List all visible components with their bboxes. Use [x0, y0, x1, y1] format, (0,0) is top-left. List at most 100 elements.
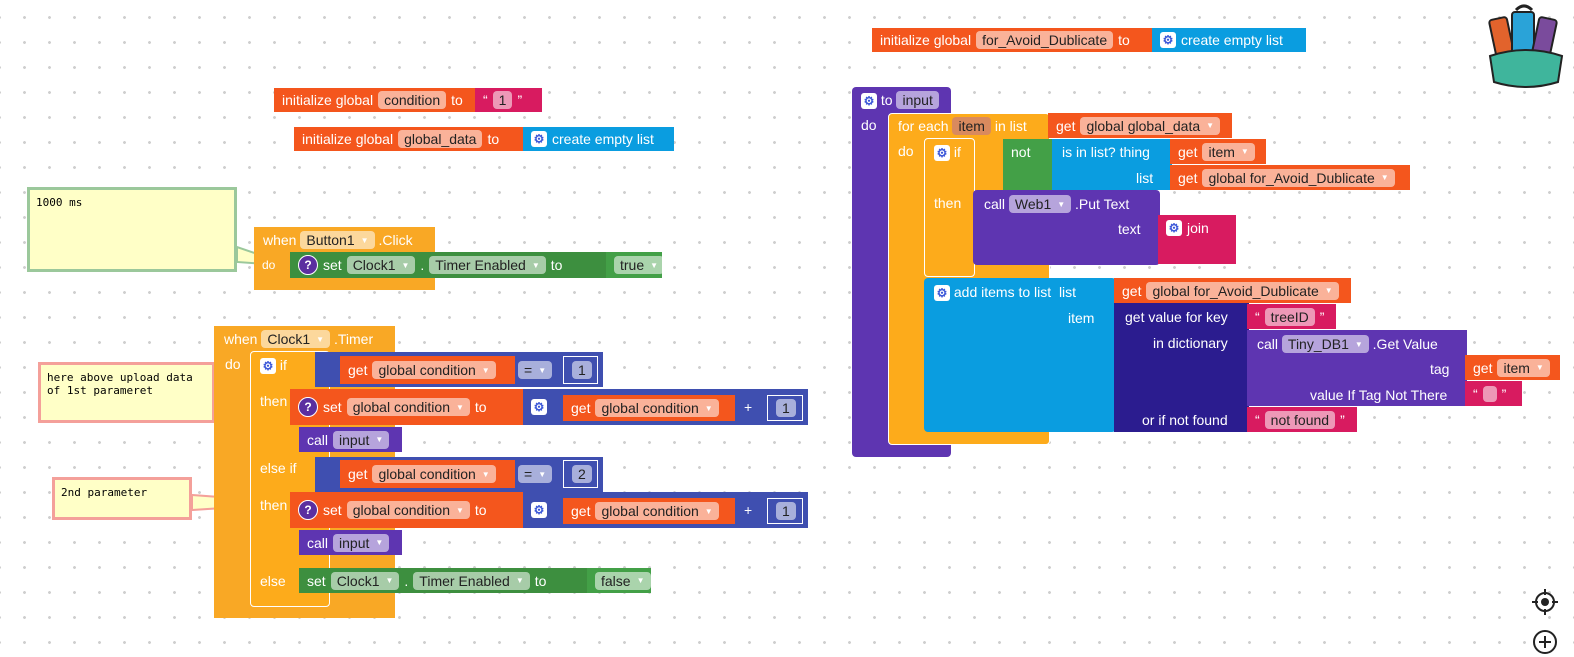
boolean-dropdown[interactable]: false▼	[595, 571, 651, 590]
text-block[interactable]: “not found”	[1247, 407, 1357, 432]
backpack-icon[interactable]	[1486, 4, 1566, 92]
gear-icon[interactable]: ⚙	[531, 131, 547, 147]
gear-icon[interactable]: ⚙	[1160, 32, 1176, 48]
zoom-in-icon[interactable]	[1530, 627, 1560, 657]
boolean-dropdown[interactable]: true▼	[614, 256, 665, 274]
false-block[interactable]: false▼	[587, 568, 651, 593]
operator-dropdown[interactable]: =▼	[518, 361, 553, 379]
get-value-for-key-block[interactable]	[1114, 303, 1249, 432]
number-block[interactable]: 1	[563, 356, 598, 384]
variable-dropdown[interactable]: global condition▼	[372, 361, 496, 379]
is-in-list-block[interactable]	[1052, 139, 1172, 190]
comment-box[interactable]: 2nd parameter	[52, 477, 192, 520]
label: value If Tag Not There	[1310, 387, 1448, 403]
text-field[interactable]: 1	[492, 91, 513, 109]
variable-dropdown[interactable]: global condition▼	[346, 398, 470, 416]
if-block[interactable]	[924, 138, 975, 277]
join-block[interactable]: ⚙join	[1158, 215, 1236, 264]
help-icon[interactable]: ?	[298, 255, 318, 275]
gear-icon[interactable]: ⚙	[934, 285, 950, 301]
text-block[interactable]: “1”	[475, 88, 542, 112]
true-block[interactable]: true▼	[606, 252, 665, 278]
component-dropdown[interactable]: Tiny_DB1▼	[1281, 335, 1369, 353]
var-name-field[interactable]: condition	[378, 91, 447, 109]
gear-icon[interactable]: ⚙	[531, 399, 547, 415]
number-field[interactable]: 1	[776, 502, 796, 520]
text-field[interactable]: not found	[1264, 410, 1336, 429]
text-field[interactable]	[1482, 385, 1497, 402]
number-block[interactable]: 1	[767, 395, 803, 421]
procedure-dropdown[interactable]: input▼	[333, 430, 390, 449]
variable-dropdown[interactable]: global condition▼	[595, 502, 719, 520]
component-dropdown[interactable]: Button1▼	[300, 231, 375, 249]
component-dropdown[interactable]: Clock1▼	[261, 330, 331, 348]
text-field[interactable]: treeID	[1264, 307, 1315, 326]
text-block[interactable]: “treeID”	[1247, 304, 1336, 329]
add-items-to-list-block[interactable]	[924, 278, 1116, 432]
procedure-dropdown[interactable]: input▼	[333, 533, 390, 552]
operator-dropdown[interactable]: =▼	[518, 465, 553, 483]
empty-text-block[interactable]: “”	[1465, 381, 1522, 406]
comment-box[interactable]: 1000 ms	[27, 187, 237, 272]
set-clock-timer-enabled-block[interactable]: ?set Clock1▼. Timer Enabled▼to	[290, 252, 610, 278]
variable-dropdown[interactable]: global global_data▼	[1080, 116, 1221, 135]
variable-dropdown[interactable]: global condition▼	[346, 501, 470, 519]
init-global-condition-block[interactable]: initialize global condition to	[274, 88, 477, 112]
create-empty-list-block[interactable]: ⚙ create empty list	[523, 127, 674, 151]
comment-box[interactable]: here above upload data of 1st parameret	[38, 362, 215, 423]
label: set	[323, 257, 342, 273]
label: text	[1118, 221, 1141, 237]
variable-dropdown[interactable]: item▼	[1202, 142, 1255, 161]
gear-icon[interactable]: ⚙	[260, 358, 276, 374]
create-empty-list-block[interactable]: ⚙create empty list	[1152, 28, 1306, 52]
number-field[interactable]: 2	[572, 465, 592, 483]
label: tag	[1430, 361, 1450, 377]
var-name-field[interactable]: global_data	[398, 130, 483, 148]
init-global-data-block[interactable]: initialize global global_data to	[294, 127, 525, 151]
property-dropdown[interactable]: Timer Enabled▼	[429, 256, 546, 274]
number-block[interactable]: 1	[767, 498, 803, 524]
label: to	[880, 92, 893, 108]
help-icon[interactable]: ?	[298, 397, 318, 417]
gear-icon[interactable]: ⚙	[861, 93, 877, 109]
gear-icon[interactable]: ⚙	[531, 502, 547, 518]
property-dropdown[interactable]: Timer Enabled▼	[413, 571, 530, 590]
component-dropdown[interactable]: Clock1▼	[346, 256, 416, 274]
variable-dropdown[interactable]: global condition▼	[372, 465, 496, 483]
number-field[interactable]: 1	[776, 399, 796, 417]
variable-dropdown[interactable]: global for_Avoid_Dublicate▼	[1146, 281, 1339, 300]
label: create empty list	[552, 131, 654, 147]
init-global-avoid-block[interactable]: initialize global for_Avoid_Dublicate to	[872, 28, 1154, 52]
component-dropdown[interactable]: Web1▼	[1008, 195, 1072, 213]
loop-variable-field[interactable]: item	[952, 117, 991, 135]
number-block[interactable]: 2	[563, 460, 598, 488]
component-dropdown[interactable]: Clock1▼	[330, 571, 400, 590]
else-if-label: else if	[260, 460, 297, 476]
recenter-icon[interactable]	[1530, 587, 1560, 617]
variable-dropdown[interactable]: global for_Avoid_Dublicate▼	[1202, 168, 1395, 187]
label: initialize global	[282, 92, 374, 108]
number-field[interactable]: 1	[572, 361, 592, 379]
gear-icon[interactable]: ⚙	[934, 145, 950, 161]
procedure-name-field[interactable]: input	[896, 91, 939, 109]
gear-icon[interactable]: ⚙	[1166, 220, 1182, 236]
var-name-field[interactable]: for_Avoid_Dublicate	[976, 31, 1114, 49]
help-icon[interactable]: ?	[298, 500, 318, 520]
not-block[interactable]: not	[1003, 139, 1053, 190]
variable-dropdown[interactable]: global condition▼	[595, 399, 719, 417]
variable-dropdown[interactable]: item▼	[1497, 358, 1550, 377]
